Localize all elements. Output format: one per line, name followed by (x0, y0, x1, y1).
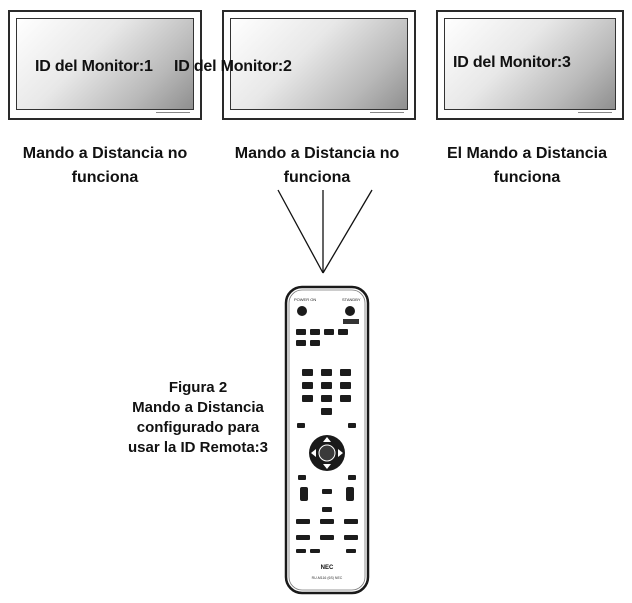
monitor-3-id-label: ID del Monitor:3 (453, 54, 571, 71)
monitor-1-logo-strip (156, 112, 190, 116)
standby-label: STANDBY (342, 297, 361, 302)
monitor-2-status-caption: Mando a Distancia no funciona (220, 142, 414, 190)
standby-button (345, 306, 355, 316)
remote-control: POWER ON STANDBY (284, 285, 370, 595)
monitor-1-status-line2: funciona (71, 169, 139, 186)
monitor-1-screen (16, 18, 194, 110)
ir-beam-right (322, 189, 373, 274)
monitor-2 (222, 10, 416, 120)
monitor-1-id-label: ID del Monitor:1 (35, 58, 153, 75)
figure-caption: Figura 2 Mando a Distancia configurado p… (98, 378, 298, 458)
monitor-1-status-caption: Mando a Distancia no funciona (8, 142, 202, 190)
monitor-1 (8, 10, 202, 120)
menu-button (297, 423, 305, 428)
ir-beam-left (277, 189, 324, 274)
power-on-label: POWER ON (294, 297, 316, 302)
monitor-3-status-caption: El Mando a Distancia funciona (430, 142, 624, 190)
monitor-2-logo-strip (370, 112, 404, 116)
figure-caption-line2: configurado para (136, 419, 260, 436)
monitor-3 (436, 10, 624, 120)
monitor-3-status-line2: funciona (493, 169, 561, 186)
function-buttons (296, 475, 358, 553)
monitor-1-status-line1: Mando a Distancia no (22, 145, 188, 162)
dpad (309, 435, 345, 471)
monitor-3-status-line1: El Mando a Distancia (446, 145, 608, 162)
figure-caption-line3: usar la ID Remota:3 (127, 439, 269, 456)
monitor-3-logo-strip (578, 112, 612, 116)
remote-brand-logo: NEC (321, 565, 334, 571)
remote-model-text: RU-M116 (6S) NEC (312, 576, 343, 580)
figure-caption-line1: Mando a Distancia (132, 399, 264, 416)
exit-button (348, 423, 356, 428)
monitor-2-status-line1: Mando a Distancia no (234, 145, 400, 162)
monitor-2-id-label: ID del Monitor:2 (174, 58, 292, 75)
figure-title: Figura 2 (168, 379, 228, 396)
number-keypad (302, 369, 351, 415)
monitor-3-screen (444, 18, 616, 110)
monitor-2-screen (230, 18, 408, 110)
power-on-button (297, 306, 307, 316)
monitor-2-status-line2: funciona (283, 169, 351, 186)
input-buttons (296, 329, 348, 346)
